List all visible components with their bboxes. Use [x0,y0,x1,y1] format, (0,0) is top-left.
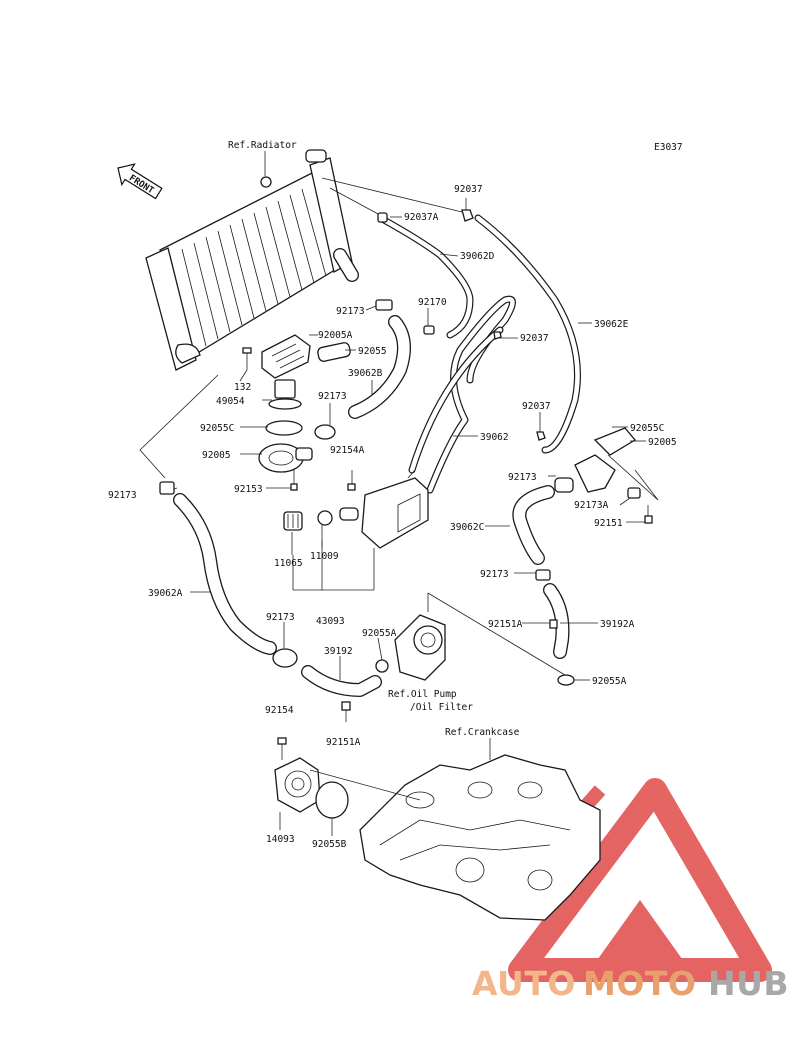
label-92055C-right: 92055C [630,423,664,434]
label-92037-mid: 92037 [520,333,549,344]
label-43093: 43093 [316,616,345,627]
label-14093: 14093 [266,834,295,845]
water-pump-cover [274,757,321,813]
pipe-39192 [301,665,382,697]
hose-39062C [512,485,555,565]
label-92005-left: 92005 [202,450,231,461]
oil-pump [394,614,446,681]
ref-oil-pump-label: Ref.Oil Pump [388,689,457,700]
leader-lines [190,198,646,836]
label-132: 132 [234,382,251,393]
ref-radiator-label: Ref.Radiator [228,140,297,151]
crankcase [359,754,601,921]
label-92173-left: 92173 [108,490,137,501]
watermark-moto: MOTO [583,964,696,1003]
watermark-wordmark: AUTO MOTO HUB [472,964,789,1003]
hose-39062B [348,315,411,419]
label-92005A: 92005A [318,330,353,341]
label-92151A-b: 92151A [326,737,361,748]
diagram-code: E3037 [654,142,683,153]
thermostat-housing [261,334,311,379]
thermostat [268,379,302,410]
front-arrow-icon: FRONT [117,163,163,200]
label-39062D: 39062D [460,251,495,262]
label-92055A-top: 92055A [362,628,397,639]
ref-oil-filter-label: /Oil Filter [410,702,473,713]
pipe-39192A [543,583,570,659]
label-92037-top: 92037 [454,184,483,195]
label-39192A: 39192A [600,619,635,630]
label-92055: 92055 [358,346,387,357]
hose-39062D [380,216,474,339]
clamp-92173-b [314,424,336,440]
thermostat-cover [258,443,313,473]
label-92173-d: 92173 [266,612,295,623]
clamp-92173-rad [375,299,393,311]
ref-crankcase-label: Ref.Crankcase [445,727,520,738]
label-92037A: 92037A [404,212,439,223]
label-92055C-left: 92055C [200,423,234,434]
label-92173-rad: 92173 [336,306,365,317]
hose-39062E [474,214,581,454]
label-92173-c: 92173 [480,569,509,580]
fitting-92005-right [554,427,641,499]
label-92173-b: 92173 [318,391,347,402]
watermark-auto: AUTO [472,964,576,1003]
label-92005-right: 92005 [648,437,677,448]
label-92170: 92170 [418,297,447,308]
label-92037-low: 92037 [522,401,551,412]
label-39062: 39062 [480,432,509,443]
reservoir-tank [339,469,429,549]
label-39192: 39192 [324,646,353,657]
label-11065: 11065 [274,558,303,569]
label-39062A: 39062A [148,588,183,599]
label-92055A-r: 92055A [592,676,627,687]
label-92173-r: 92173 [508,472,537,483]
label-11009: 11009 [310,551,339,562]
label-92151: 92151 [594,518,623,529]
label-92154: 92154 [265,705,294,716]
label-39062C: 39062C [450,522,484,533]
label-39062B: 39062B [348,368,383,379]
label-49054: 49054 [216,396,245,407]
label-92173A: 92173A [574,500,609,511]
radiator [145,149,353,371]
label-39062E: 39062E [594,319,629,330]
label-92055B: 92055B [312,839,347,850]
label-92151A-r: 92151A [488,619,523,630]
cap-11065 [283,511,303,531]
label-92153: 92153 [234,484,263,495]
watermark-hub: HUB [708,964,789,1003]
label-92154A: 92154A [330,445,365,456]
hose-39062A [173,493,277,655]
part-labels: 92037 92037A 39062D 92170 92173 92005A 9… [108,184,677,850]
